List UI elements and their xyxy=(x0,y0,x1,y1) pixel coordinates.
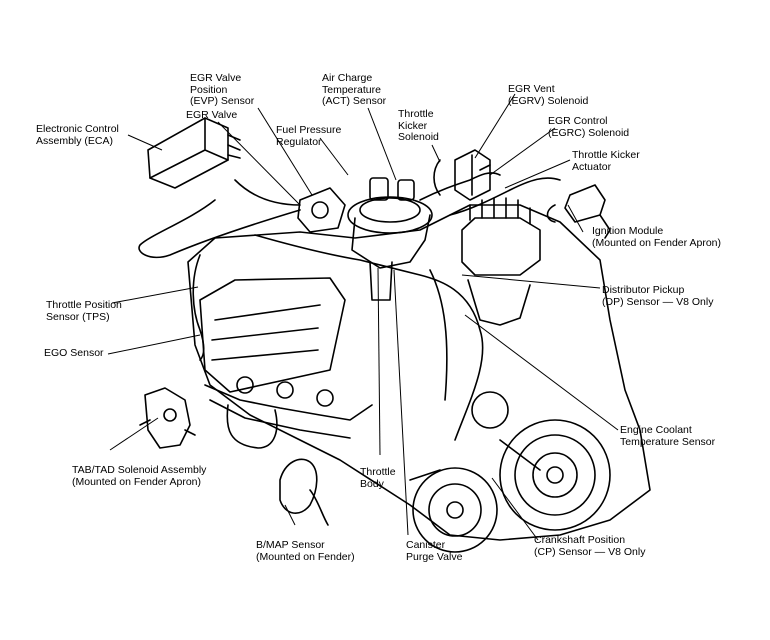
alternator xyxy=(412,467,498,553)
label-throttle-body: Throttle Body xyxy=(360,466,396,490)
leader-lines xyxy=(107,93,619,541)
label-eca: Electronic Control Assembly (ECA) xyxy=(36,123,119,147)
label-egr-valve: EGR Valve xyxy=(186,109,238,121)
label-bmap-sensor: B/MAP Sensor (Mounted on Fender) xyxy=(256,539,355,563)
label-egrc-solenoid: EGR Control (EGRC) Solenoid xyxy=(548,115,630,139)
label-throttle-kicker-solenoid: Throttle Kicker Solenoid xyxy=(398,108,439,143)
label-canister-purge: Canister Purge Valve xyxy=(406,539,463,563)
label-ego-sensor: EGO Sensor xyxy=(44,347,104,359)
label-act-sensor: Air Charge Temperature (ACT) Sensor xyxy=(322,72,387,107)
egr-valve-shape xyxy=(297,187,346,233)
label-tps: Throttle Position Sensor (TPS) xyxy=(46,299,122,323)
label-egrv-solenoid: EGR Vent (EGRV) Solenoid xyxy=(508,83,589,107)
crank-pulley xyxy=(499,419,611,531)
tab-tad-shape xyxy=(144,387,191,449)
label-dp-sensor: Distributor Pickup (DP) Sensor — V8 Only xyxy=(602,284,714,308)
label-tab-tad: TAB/TAD Solenoid Assembly (Mounted on Fe… xyxy=(72,464,207,488)
label-cp-sensor: Crankshaft Position (CP) Sensor — V8 Onl… xyxy=(534,534,646,558)
distributor xyxy=(461,217,541,276)
wiring-harness xyxy=(138,199,301,259)
valve-cover xyxy=(199,277,346,393)
label-coolant-sensor: Engine Coolant Temperature Sensor xyxy=(620,424,716,448)
eca-module xyxy=(147,117,229,189)
label-throttle-kicker-actuator: Throttle Kicker Actuator xyxy=(572,149,640,173)
label-fuel-pressure-regulator: Fuel Pressure Regulator xyxy=(276,124,342,148)
label-evp-sensor: EGR Valve Position (EVP) Sensor xyxy=(190,72,255,107)
label-ignition-module: Ignition Module (Mounted on Fender Apron… xyxy=(592,225,721,249)
bmap-shape xyxy=(279,458,318,514)
egr-solenoids xyxy=(454,149,491,201)
throttle-body-shape xyxy=(347,196,433,234)
ignition-module-shape xyxy=(564,184,606,223)
